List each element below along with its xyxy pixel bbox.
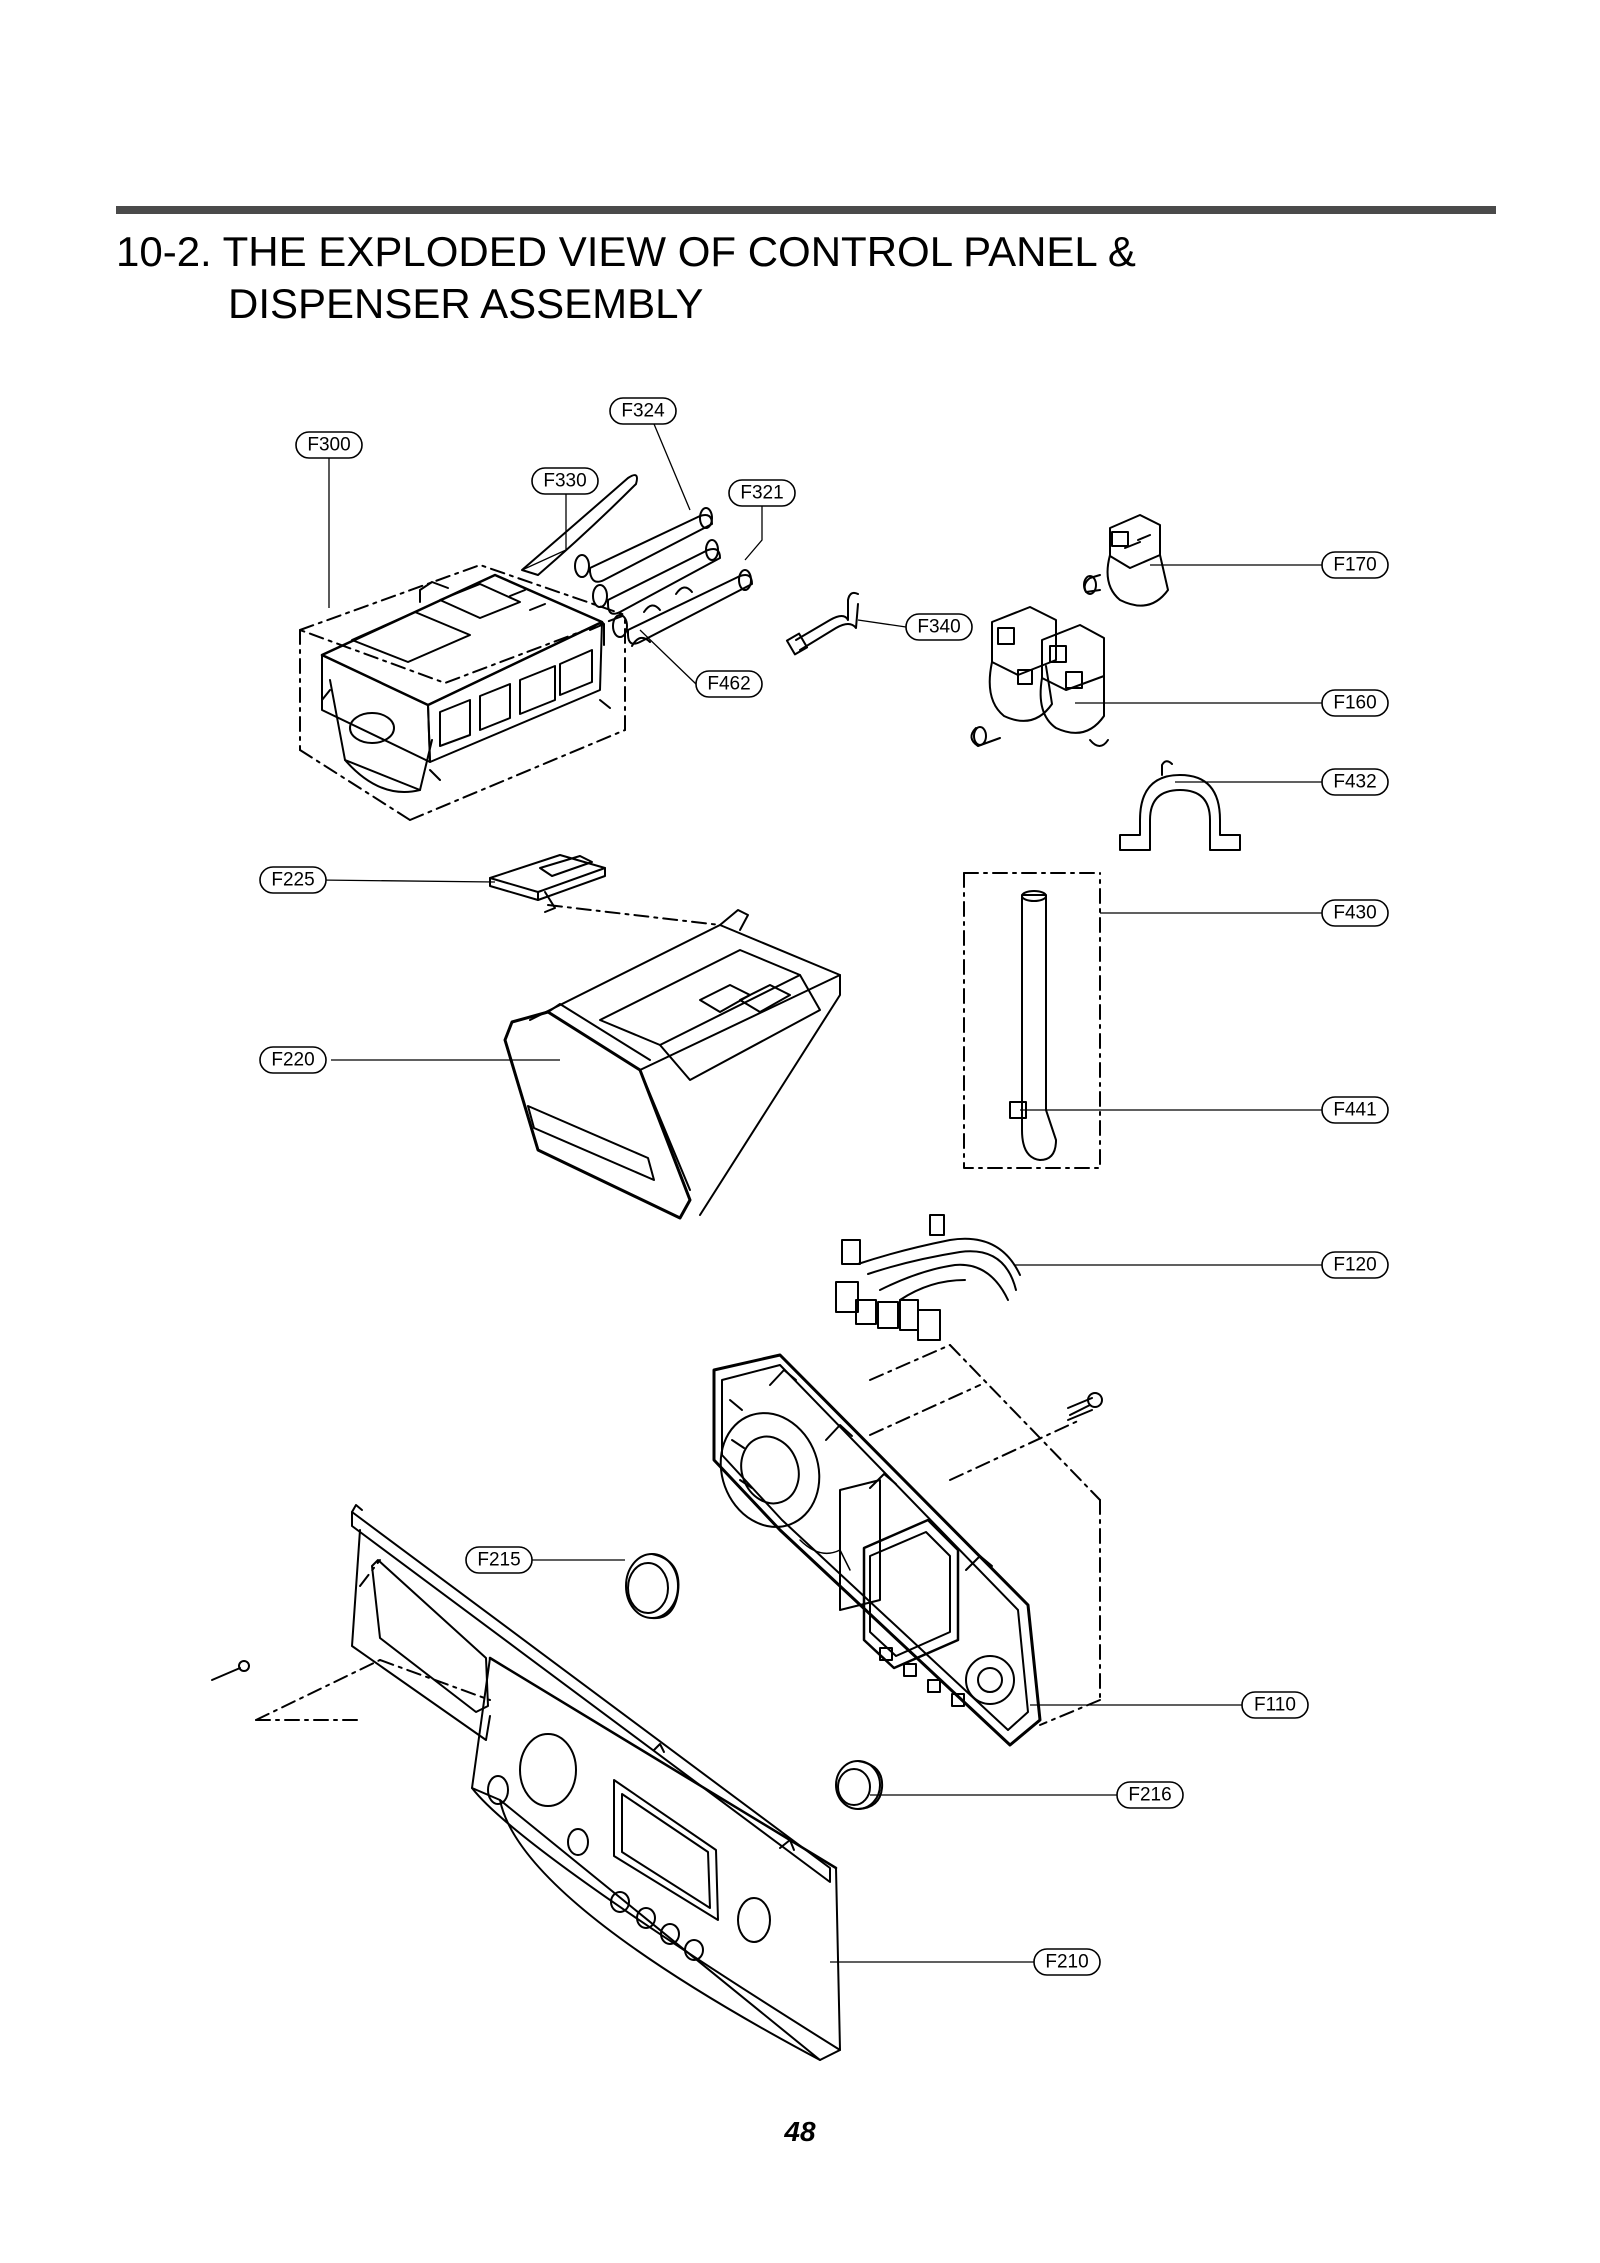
wire-harness-drawing: [835, 1214, 1021, 1341]
callout-F216: F216: [1128, 1785, 1171, 1806]
callout-F324: F324: [621, 401, 665, 422]
inlet-valve-drawing: [1083, 514, 1169, 607]
page-title: 10-2. THE EXPLODED VIEW OF CONTROL PANEL…: [116, 226, 1496, 330]
dispenser-housing-drawing: [299, 564, 626, 821]
callout-F110: F110: [1254, 1695, 1296, 1716]
button-knob-drawing: [835, 1760, 884, 1810]
callout-F330: F330: [543, 471, 586, 492]
front-control-panel-drawing: [255, 1504, 841, 2061]
callout-F430: F430: [1333, 903, 1376, 924]
knob-drawing: [625, 1553, 680, 1620]
hose-clamp-drawing: [1119, 760, 1241, 851]
callout-F120: F120: [1333, 1255, 1376, 1276]
callout-F441: F441: [1333, 1100, 1376, 1121]
callout-F220: F220: [271, 1050, 314, 1071]
drain-hose-drawing: [963, 872, 1101, 1169]
callout-F321: F321: [740, 483, 783, 504]
page-number: 48: [784, 2116, 816, 2147]
callout-F210: F210: [1045, 1952, 1088, 1973]
small-hose-drawing: [785, 591, 859, 656]
callout-F432: F432: [1333, 772, 1376, 793]
title-line-2: DISPENSER ASSEMBLY: [228, 280, 704, 327]
callout-F170: F170: [1333, 555, 1376, 576]
siphon-cap-drawing: [489, 854, 721, 926]
double-valve-drawing: [970, 606, 1109, 747]
callout-F160: F160: [1333, 693, 1376, 714]
detergent-drawer-drawing: [503, 909, 841, 1220]
inlet-hoses-drawing: [521, 474, 753, 647]
callout-F225: F225: [271, 870, 314, 891]
title-line-1: 10-2. THE EXPLODED VIEW OF CONTROL PANEL…: [116, 228, 1136, 275]
callout-F340: F340: [917, 617, 960, 638]
screw-drawing: [211, 1392, 1103, 1681]
title-rule: [116, 206, 1496, 214]
control-pcb-assembly-drawing: [712, 1344, 1101, 1747]
callout-F462: F462: [707, 674, 750, 695]
callout-F215: F215: [477, 1550, 520, 1571]
callout-F300: F300: [307, 435, 350, 456]
